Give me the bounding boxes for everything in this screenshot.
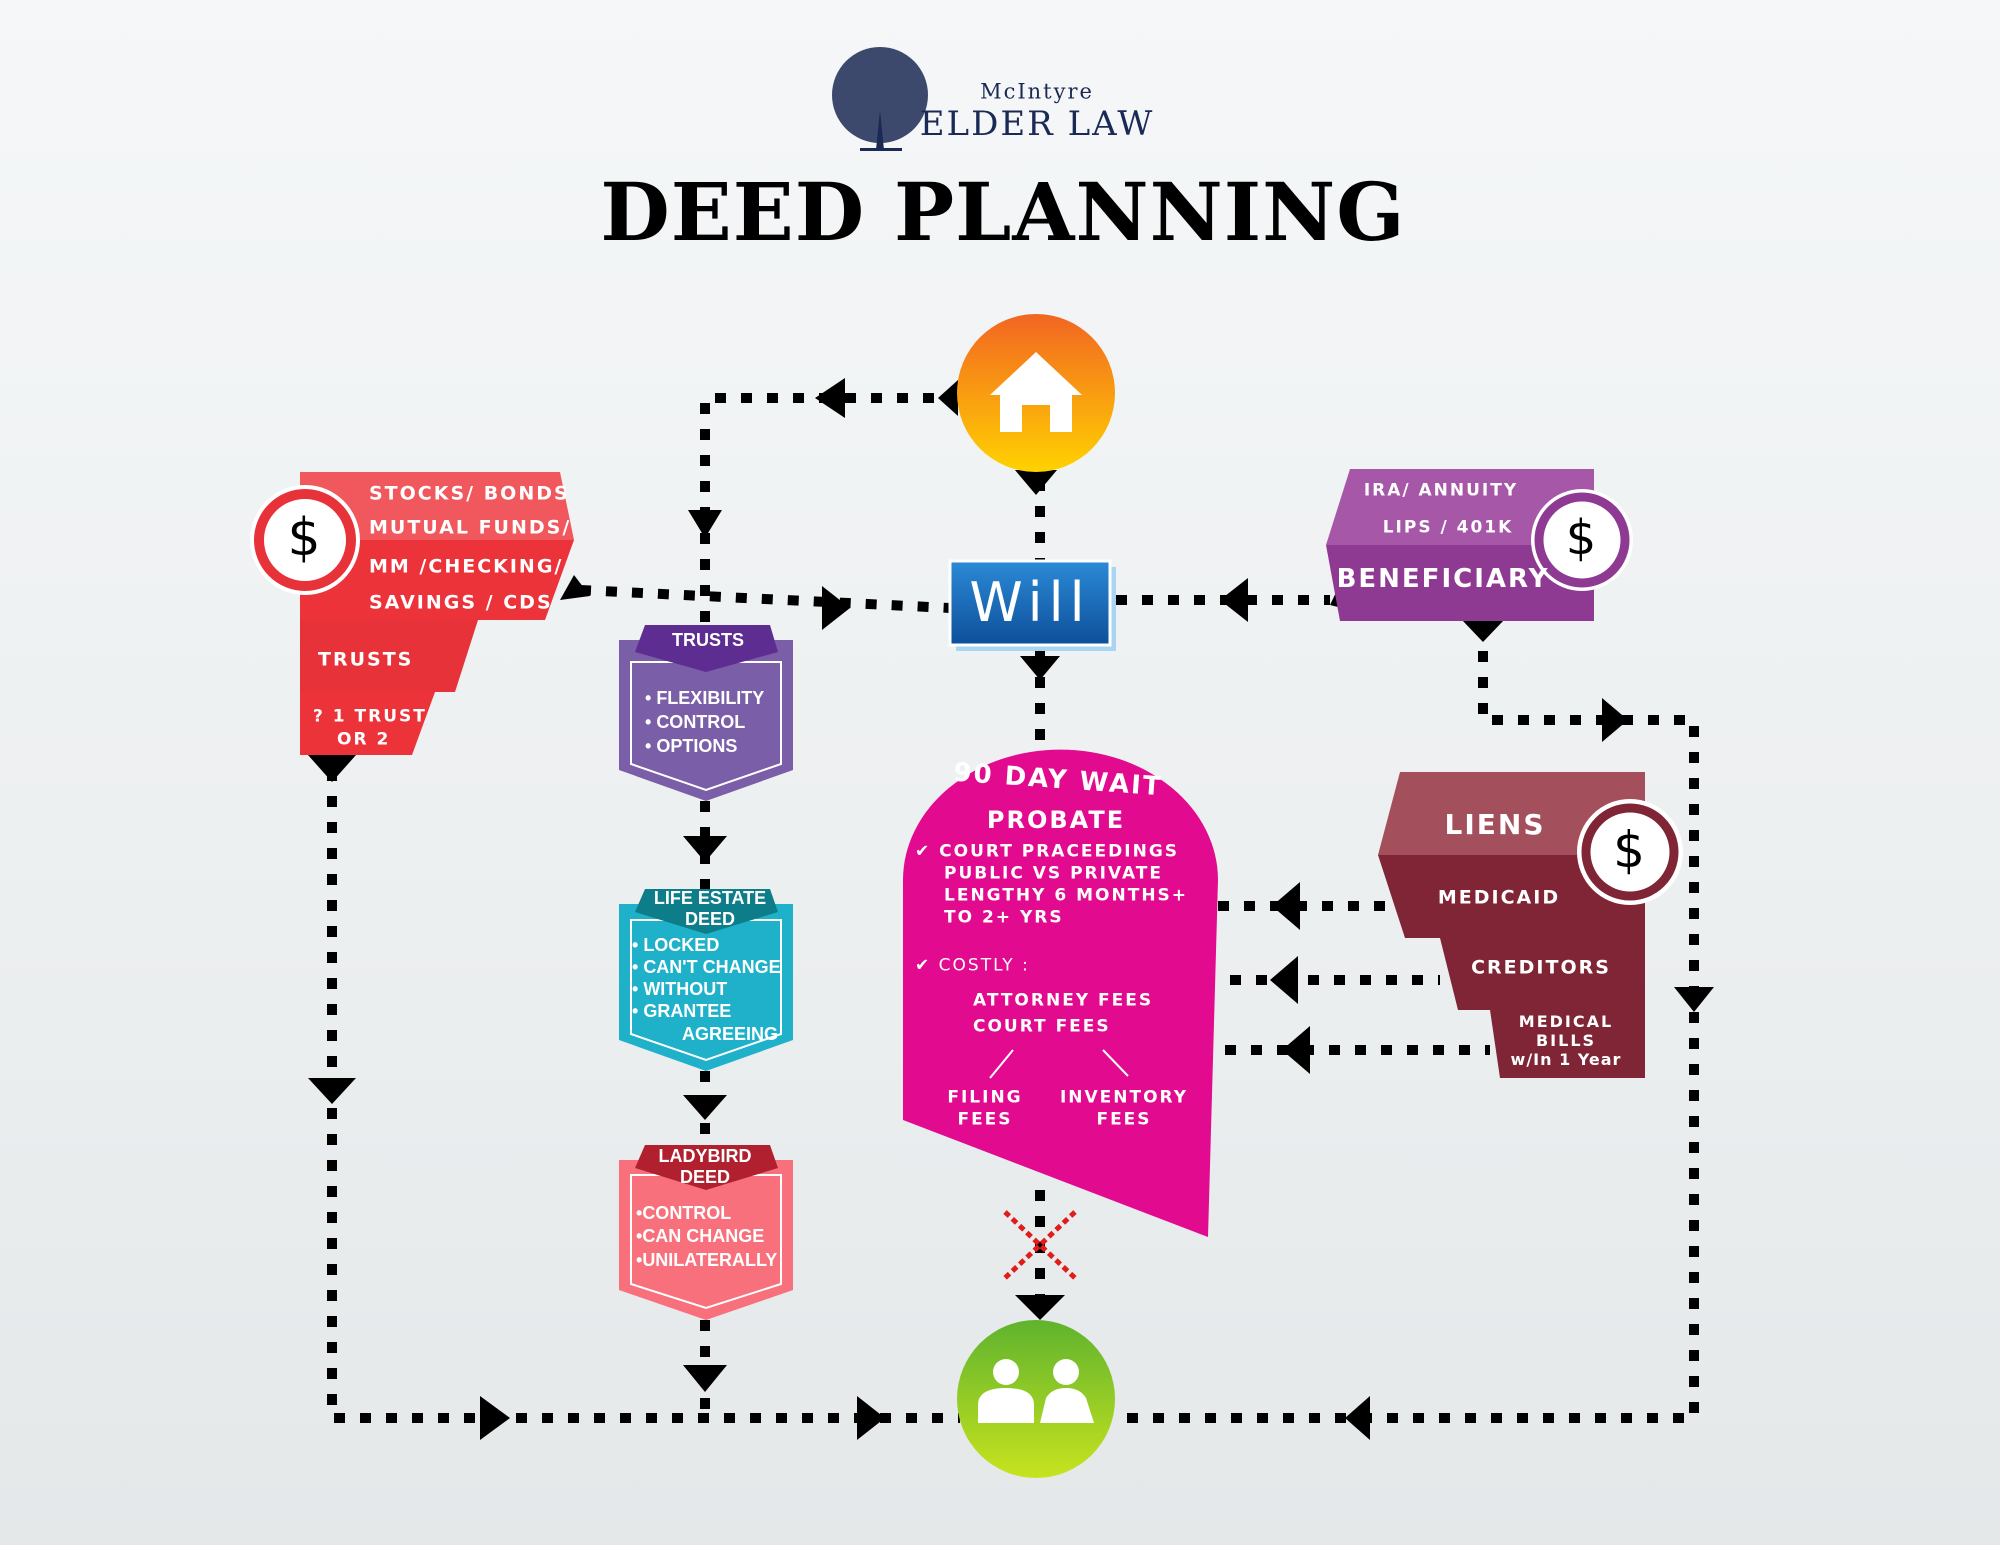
trusts-box-title: TRUSTS	[672, 630, 744, 650]
filing-fees: FEES	[957, 1109, 1013, 1130]
life-estate-bullet-cont: AGREEING	[682, 1024, 779, 1044]
will-document-icon	[948, 559, 1116, 651]
life-estate-bullet: • LOCKED	[632, 935, 720, 955]
ladybird-title: DEED	[679, 1167, 731, 1187]
dollar-icon: $	[287, 508, 323, 568]
blocked-x-icon	[1003, 1210, 1077, 1280]
logo-tree-icon	[832, 47, 928, 151]
trust-question: OR 2	[337, 729, 391, 750]
asset-line: MM /CHECKING/	[369, 555, 564, 578]
probate-point: ✔ COURT PRACEEDINGS	[915, 841, 1180, 862]
probate-fee: ATTORNEY FEES	[973, 990, 1154, 1011]
beneficiary-block	[1326, 469, 1633, 621]
home-icon	[957, 314, 1115, 472]
liens-title: LIENS	[1444, 808, 1546, 841]
beneficiary-line: IRA/ ANNUITY	[1363, 480, 1519, 501]
lien-medical: MEDICAL	[1518, 1012, 1614, 1031]
ladybird-box	[619, 1145, 793, 1320]
ladybird-title: LADYBIRD	[658, 1146, 752, 1166]
arrow-left-icon	[1282, 1026, 1310, 1074]
arrow-down-icon	[1015, 1295, 1065, 1320]
beneficiary-line: LIPS / 401K	[1382, 517, 1514, 538]
trusts-bullet: • FLEXIBILITY	[645, 688, 765, 708]
arrow-down-icon	[1015, 470, 1057, 495]
arrow-down-icon	[308, 1078, 356, 1104]
life-estate-title: LIFE ESTATE	[653, 888, 767, 908]
lien-item: MEDICAID	[1437, 886, 1561, 909]
probate-point: TO 2+ YRS	[944, 907, 1064, 928]
liens-block	[1378, 772, 1683, 1078]
dollar-icon: $	[1613, 821, 1647, 879]
life-estate-title: DEED	[684, 909, 736, 929]
arrow-down-icon	[683, 1365, 727, 1392]
lien-medical: BILLS	[1535, 1031, 1597, 1050]
arrow-up-icon	[560, 575, 590, 600]
inventory-fees: INVENTORY	[1059, 1087, 1189, 1108]
trusts-bullet: • CONTROL	[645, 712, 746, 732]
probate-heading: PROBATE	[986, 806, 1126, 834]
probate-point: LENGTHY 6 MONTHS+	[944, 885, 1189, 906]
page-title: DEED PLANNING	[600, 165, 1406, 259]
ladybird-bullet: •CAN CHANGE	[636, 1226, 765, 1246]
trusts-box	[619, 625, 793, 801]
arrowheads	[308, 378, 1714, 1440]
arrow-down-icon	[683, 1095, 727, 1120]
life-estate-bullet: • WITHOUT	[632, 979, 728, 999]
arrow-right-icon	[480, 1396, 510, 1440]
life-estate-box	[619, 889, 793, 1071]
assets-block	[250, 472, 574, 755]
trust-question: ? 1 TRUST	[313, 706, 427, 727]
life-estate-bullet: • CAN'T CHANGE	[632, 957, 781, 977]
arrow-right-icon	[822, 586, 850, 630]
arrow-left-icon	[815, 378, 845, 418]
arrow-down-icon	[308, 755, 356, 782]
ladybird-bullet: •CONTROL	[636, 1203, 732, 1223]
probate-costly: ✔ COSTLY :	[915, 955, 1030, 976]
will-label: Will	[969, 571, 1091, 634]
lien-item: CREDITORS	[1471, 956, 1611, 979]
asset-line: MUTUAL FUNDS/	[369, 516, 572, 539]
arrow-left-icon	[938, 380, 958, 416]
probate-point: PUBLIC VS PRIVATE	[944, 863, 1164, 884]
logo-line2: Elder Law	[919, 104, 1155, 144]
life-estate-bullet: • GRANTEE	[632, 1001, 732, 1021]
arrow-left-icon	[1270, 956, 1298, 1004]
ladybird-bullet: •UNILATERALLY	[636, 1250, 778, 1270]
arrow-down-icon	[1674, 987, 1714, 1012]
arrow-left-icon	[1272, 882, 1300, 930]
assets-trusts-label: TRUSTS	[318, 648, 414, 671]
arrow-right-icon	[1602, 698, 1628, 742]
arrow-down-icon	[683, 836, 727, 862]
inventory-fees: FEES	[1096, 1109, 1152, 1130]
heirs-people-icon	[957, 1320, 1115, 1478]
arrow-right-icon	[857, 1396, 885, 1440]
logo-line1: McIntyre	[980, 79, 1094, 104]
probate-fee: COURT FEES	[973, 1016, 1111, 1037]
arrow-down-icon	[688, 510, 722, 538]
beneficiary-label: BENEFICIARY	[1336, 564, 1550, 594]
arrow-down-icon	[1020, 656, 1060, 680]
dollar-icon: $	[1565, 510, 1599, 566]
arrow-left-icon	[1345, 1396, 1370, 1440]
probate-shape	[903, 749, 1218, 1237]
lien-medical: w/In 1 Year	[1510, 1050, 1622, 1069]
asset-line: SAVINGS / CDS	[369, 591, 553, 614]
trusts-bullet: • OPTIONS	[645, 736, 738, 756]
filing-fees: FILING	[947, 1087, 1023, 1108]
arrow-left-icon	[1220, 578, 1248, 622]
asset-line: STOCKS/ BONDS	[369, 482, 570, 505]
arrow-down-icon	[1462, 620, 1504, 642]
